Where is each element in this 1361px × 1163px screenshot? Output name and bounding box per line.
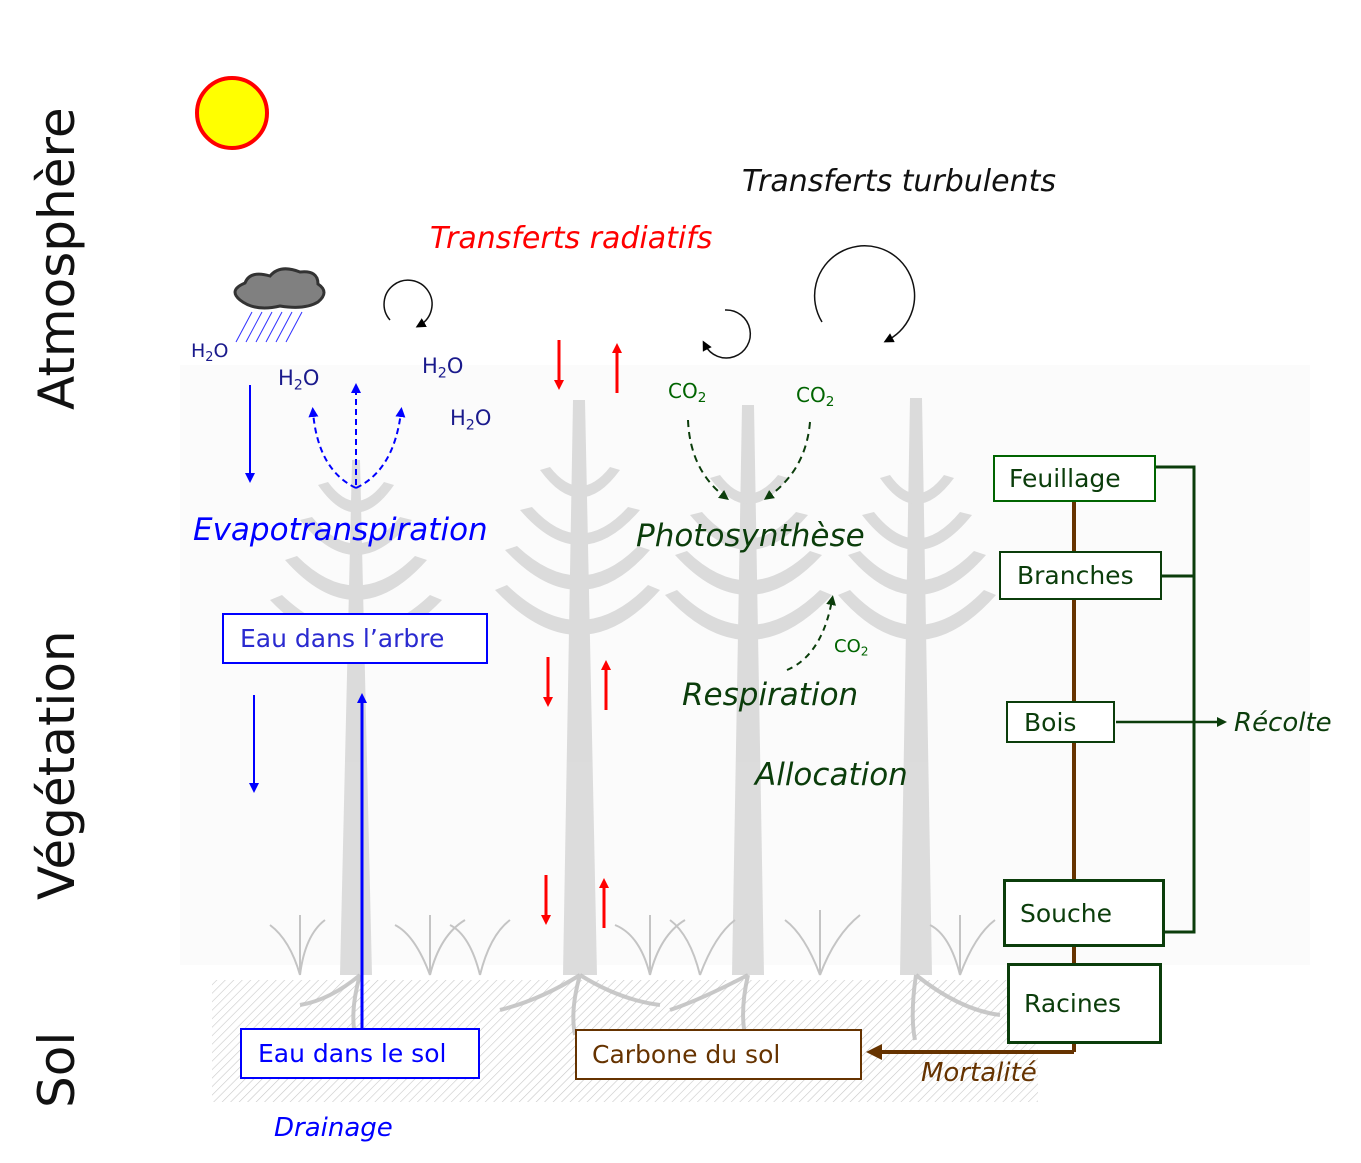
co2-sub: 2	[860, 644, 869, 659]
label-turbulent-transfers: Transferts turbulents	[742, 164, 1057, 199]
sun-icon	[195, 76, 269, 150]
h2o-tail: O	[446, 354, 464, 378]
tree-4	[838, 398, 996, 975]
h2o-tail: O	[474, 406, 492, 430]
co2-base: CO	[834, 636, 861, 657]
label-harvest: Récolte	[1234, 708, 1332, 738]
harvest-bracket	[1156, 465, 1196, 934]
h2o-base: H	[278, 366, 294, 390]
label-respiration: Respiration	[682, 677, 859, 713]
h2o-sub: 2	[205, 349, 214, 365]
pool-wood-label: Bois	[1024, 707, 1077, 737]
co2-label-right: CO2	[796, 383, 834, 410]
pool-stump-label: Souche	[1020, 898, 1112, 928]
h2o-tail: O	[213, 340, 229, 362]
pool-water-tree-label: Eau dans l’arbre	[240, 624, 445, 653]
mortality-arrowhead	[866, 1044, 882, 1060]
turbulence-arrow-medium	[702, 309, 752, 359]
turbulence-arrow-large	[813, 245, 916, 343]
h2o-sub: 2	[293, 377, 303, 394]
co2-sub: 2	[697, 390, 707, 407]
turbulence-arrow-small	[383, 279, 433, 328]
co2-sub: 2	[825, 394, 835, 411]
respiration-arrow	[786, 595, 837, 671]
h2o-label-right-lower: H2O	[450, 406, 491, 433]
rain-cloud-icon	[233, 267, 326, 343]
h2o-label-right-upper: H2O	[422, 354, 463, 381]
pool-branches-label: Branches	[1017, 561, 1134, 590]
label-drainage: Drainage	[274, 1113, 393, 1143]
h2o-sub: 2	[437, 365, 447, 382]
label-evapotranspiration: Evapotranspiration	[193, 512, 488, 548]
pool-wood: Bois	[1006, 701, 1115, 743]
pool-branches: Branches	[999, 551, 1162, 600]
label-mortality: Mortalité	[921, 1058, 1037, 1088]
roots	[299, 973, 1001, 1041]
h2o-sub: 2	[465, 417, 475, 434]
pool-stump: Souche	[1003, 879, 1165, 947]
pool-foliage: Feuillage	[993, 455, 1156, 502]
co2-label-left: CO2	[668, 379, 706, 406]
tree-2	[495, 400, 660, 975]
pool-roots: Racines	[1007, 963, 1162, 1044]
tree-3	[665, 405, 832, 975]
co2-label-respiration: CO2	[834, 636, 869, 659]
co2-base: CO	[796, 383, 826, 407]
layer-label-soil: Sol	[28, 1031, 86, 1108]
co2-base: CO	[668, 379, 698, 403]
h2o-base: H	[422, 354, 438, 378]
h2o-label-left: H2O	[278, 366, 319, 393]
pool-water-tree: Eau dans l’arbre	[222, 613, 488, 664]
layer-label-atmosphere: Atmosphère	[28, 107, 86, 410]
h2o-base: H	[191, 340, 206, 362]
understory-grass	[269, 910, 996, 976]
layer-label-vegetation: Végétation	[28, 630, 86, 900]
h2o-label-rain: H2O	[191, 340, 228, 365]
label-radiative-transfers: Transferts radiatifs	[430, 221, 713, 256]
pool-roots-label: Racines	[1024, 989, 1122, 1018]
h2o-tail: O	[302, 366, 320, 390]
h2o-base: H	[450, 406, 466, 430]
pool-water-soil-label: Eau dans le sol	[258, 1039, 447, 1068]
pool-soil-carbon: Carbone du sol	[575, 1029, 862, 1080]
pool-soil-carbon-label: Carbone du sol	[592, 1040, 781, 1069]
transpiration-left-arrow	[308, 407, 357, 489]
transpiration-right-arrow	[355, 407, 406, 489]
label-photosynthesis: Photosynthèse	[636, 518, 865, 554]
pool-water-soil: Eau dans le sol	[240, 1028, 480, 1079]
pool-foliage-label: Feuillage	[1009, 464, 1121, 493]
label-allocation: Allocation	[755, 757, 908, 793]
